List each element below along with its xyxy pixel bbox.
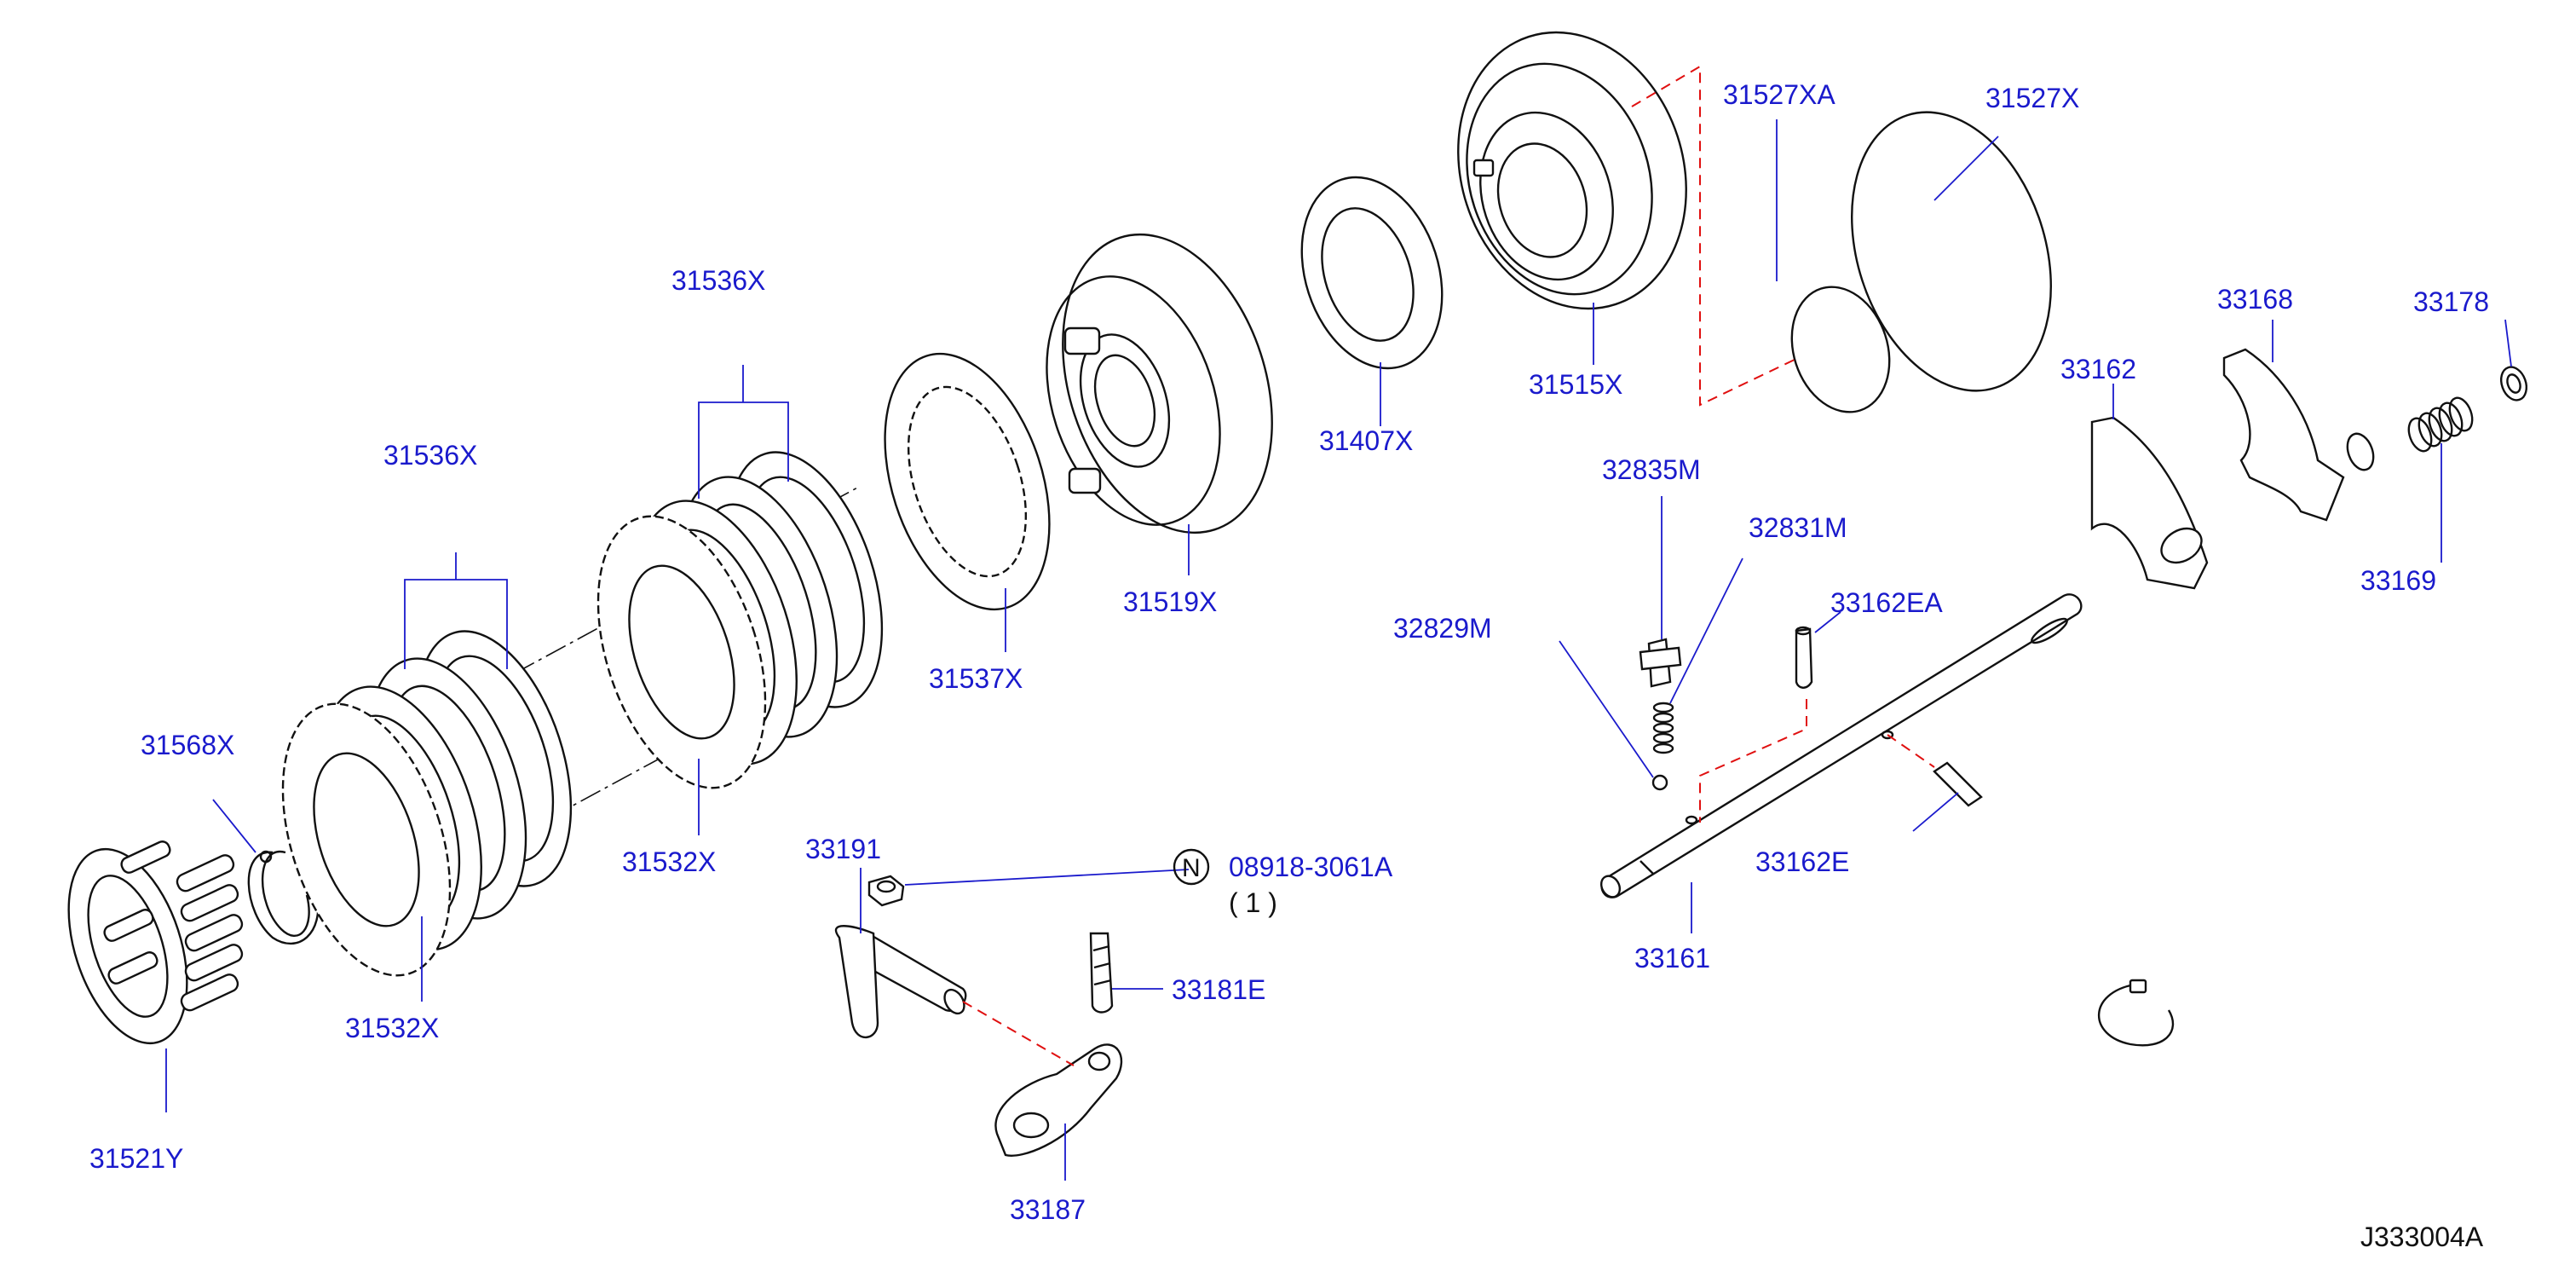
label-33162e: 33162E	[1755, 846, 1849, 877]
label-33191: 33191	[805, 834, 881, 864]
n-mark-letter: N	[1182, 854, 1201, 882]
label-32835m: 32835M	[1602, 454, 1701, 485]
label-08918-qty: ( 1 )	[1229, 887, 1277, 918]
label-31521y: 31521Y	[89, 1143, 183, 1174]
label-31519x: 31519X	[1123, 586, 1217, 617]
label-33181e: 33181E	[1172, 974, 1265, 1005]
detent-bolt-part	[1639, 638, 1682, 688]
shift-fork-b-part	[2222, 348, 2375, 522]
label-33161: 33161	[1634, 943, 1710, 973]
label-32829m: 32829M	[1393, 613, 1492, 644]
leader-lines	[165, 119, 2512, 1181]
shift-rod-part	[1599, 593, 2083, 898]
label-33178: 33178	[2413, 286, 2489, 317]
select-lever-shaft-part	[834, 925, 967, 1039]
o-ring-large-part	[1851, 111, 2052, 392]
diagram-code: J333004A	[2360, 1222, 2484, 1252]
label-31568x: 31568X	[141, 730, 234, 760]
spring-pin-part	[1089, 932, 1114, 1014]
pin-ea-part	[1795, 626, 1813, 689]
retaining-clip-part	[2098, 979, 2175, 1047]
label-33169: 33169	[2360, 565, 2436, 596]
label-31407x: 31407X	[1319, 425, 1413, 456]
label-31536x-upper: 31536X	[671, 265, 765, 296]
return-spring-part	[2407, 396, 2474, 453]
shift-fork-part	[2090, 416, 2209, 590]
front-clutch-plates	[281, 630, 573, 977]
label-33162: 33162	[2060, 354, 2136, 384]
piston-part	[1046, 233, 1273, 534]
label-31536x-lower: 31536X	[383, 440, 477, 471]
label-33162ea: 33162EA	[1830, 587, 1943, 618]
detent-ball-part	[1651, 774, 1668, 791]
snap-ring-part	[247, 850, 320, 945]
inner-lever-part	[994, 1043, 1123, 1157]
seal-ring-part	[1300, 176, 1444, 370]
hidden-lines-orings	[1631, 65, 1799, 407]
hidden-line-lever	[962, 1001, 1075, 1066]
washer-part	[2499, 366, 2528, 401]
hidden-lines-rod	[1699, 699, 1935, 823]
n-mark-circle	[1173, 848, 1210, 886]
label-31527x: 31527X	[1985, 83, 2079, 113]
nut-part	[867, 875, 905, 907]
label-08918-3061a: 08918-3061A	[1229, 852, 1393, 882]
pin-e-part	[1933, 761, 1983, 807]
label-32831m: 32831M	[1749, 512, 1847, 543]
label-31515x: 31515X	[1529, 369, 1622, 400]
label-31532x-upper: 31532X	[622, 846, 716, 877]
rear-clutch-plates	[596, 451, 884, 789]
label-33187: 33187	[1010, 1194, 1086, 1225]
dish-plate-part	[884, 352, 1051, 611]
label-31532x-lower: 31532X	[345, 1013, 439, 1043]
label-31527xa: 31527XA	[1723, 79, 1835, 110]
o-ring-small-part	[1790, 286, 1891, 413]
spring-retainer-part	[67, 840, 244, 1045]
label-33168: 33168	[2217, 284, 2293, 315]
clutch-drum-part	[1457, 31, 1687, 310]
detent-spring-part	[1652, 702, 1674, 754]
label-31537x: 31537X	[929, 663, 1023, 694]
